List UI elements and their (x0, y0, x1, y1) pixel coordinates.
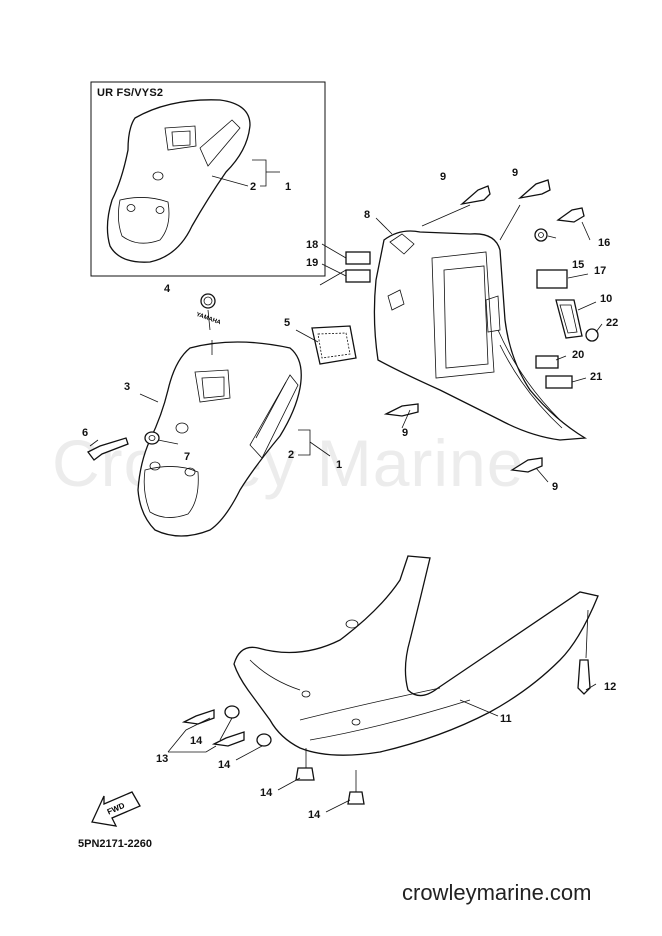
leader-lines (89, 159, 603, 813)
grille-part (311, 325, 357, 365)
callout-10: 10 (600, 293, 612, 305)
callout-12: 12 (604, 681, 616, 693)
callout-14-d: 14 (308, 809, 321, 821)
grommet-14-d (347, 791, 365, 805)
callout-1-main: 1 (336, 459, 342, 471)
callout-5: 5 (284, 317, 290, 329)
grommet-14-a (224, 705, 240, 719)
washer-7 (144, 431, 160, 445)
callout-9-bottom: 9 (552, 481, 558, 493)
callout-3: 3 (124, 381, 130, 393)
callout-22: 22 (606, 317, 618, 329)
grommet-14-b (256, 733, 272, 747)
main-front-cover (137, 341, 302, 537)
inset-front-cover (106, 99, 251, 263)
screw-9-bottom (510, 457, 543, 473)
callout-4: 4 (164, 283, 171, 295)
website-link[interactable]: crowleymarine.com (402, 880, 592, 905)
callout-16: 16 (598, 237, 610, 249)
callout-2-main: 2 (288, 449, 294, 461)
fwd-arrow: FWD (91, 791, 141, 827)
callout-9-mid: 9 (402, 427, 408, 439)
label-21 (545, 375, 573, 389)
screw-16 (556, 207, 585, 223)
callout-18: 18 (306, 239, 318, 251)
label-18 (345, 251, 371, 265)
drawing-code: 5PN2171-2260 (78, 838, 153, 850)
under-cover (233, 555, 599, 756)
callout-7: 7 (184, 451, 190, 463)
yamaha-emblem: YAMAHA (195, 293, 222, 327)
seal-10 (555, 299, 583, 339)
callout-9-top-left: 9 (440, 171, 446, 183)
callout-8: 8 (364, 209, 370, 221)
callout-19: 19 (306, 257, 318, 269)
screw-9-top-right (517, 179, 551, 200)
grommet-14-c (295, 767, 315, 781)
callout-14-c: 14 (260, 787, 273, 799)
ring-22 (585, 328, 599, 342)
callout-13: 13 (156, 753, 168, 765)
callout-14-a: 14 (190, 735, 203, 747)
callouts: 1 2 4 5 3 6 7 2 1 8 9 9 16 15 17 18 19 1… (82, 167, 618, 821)
callout-11: 11 (500, 713, 512, 725)
callout-1-inset: 1 (285, 181, 291, 193)
leg-shield (373, 230, 588, 441)
screw-13-upper (181, 709, 215, 725)
callout-6: 6 (82, 427, 88, 439)
callout-2-inset: 2 (250, 181, 256, 193)
inset-title: UR FS/VYS2 (97, 87, 164, 99)
label-20 (535, 355, 559, 369)
screw-13-lower (211, 731, 245, 747)
washer-15 (534, 228, 548, 242)
screw-12 (577, 659, 591, 695)
inset-box (90, 81, 326, 277)
callout-14-b: 14 (218, 759, 231, 771)
callout-9-top-right: 9 (512, 167, 518, 179)
label-17 (536, 269, 568, 289)
watermark: Crowley Marine (52, 426, 525, 500)
screw-9-mid (383, 403, 419, 417)
callout-15: 15 (572, 259, 584, 271)
callout-21: 21 (590, 371, 602, 383)
bolt-6 (87, 437, 129, 461)
label-19 (345, 269, 371, 283)
screw-9-top-left (459, 185, 491, 206)
callout-17: 17 (594, 265, 606, 277)
callout-20: 20 (572, 349, 584, 361)
